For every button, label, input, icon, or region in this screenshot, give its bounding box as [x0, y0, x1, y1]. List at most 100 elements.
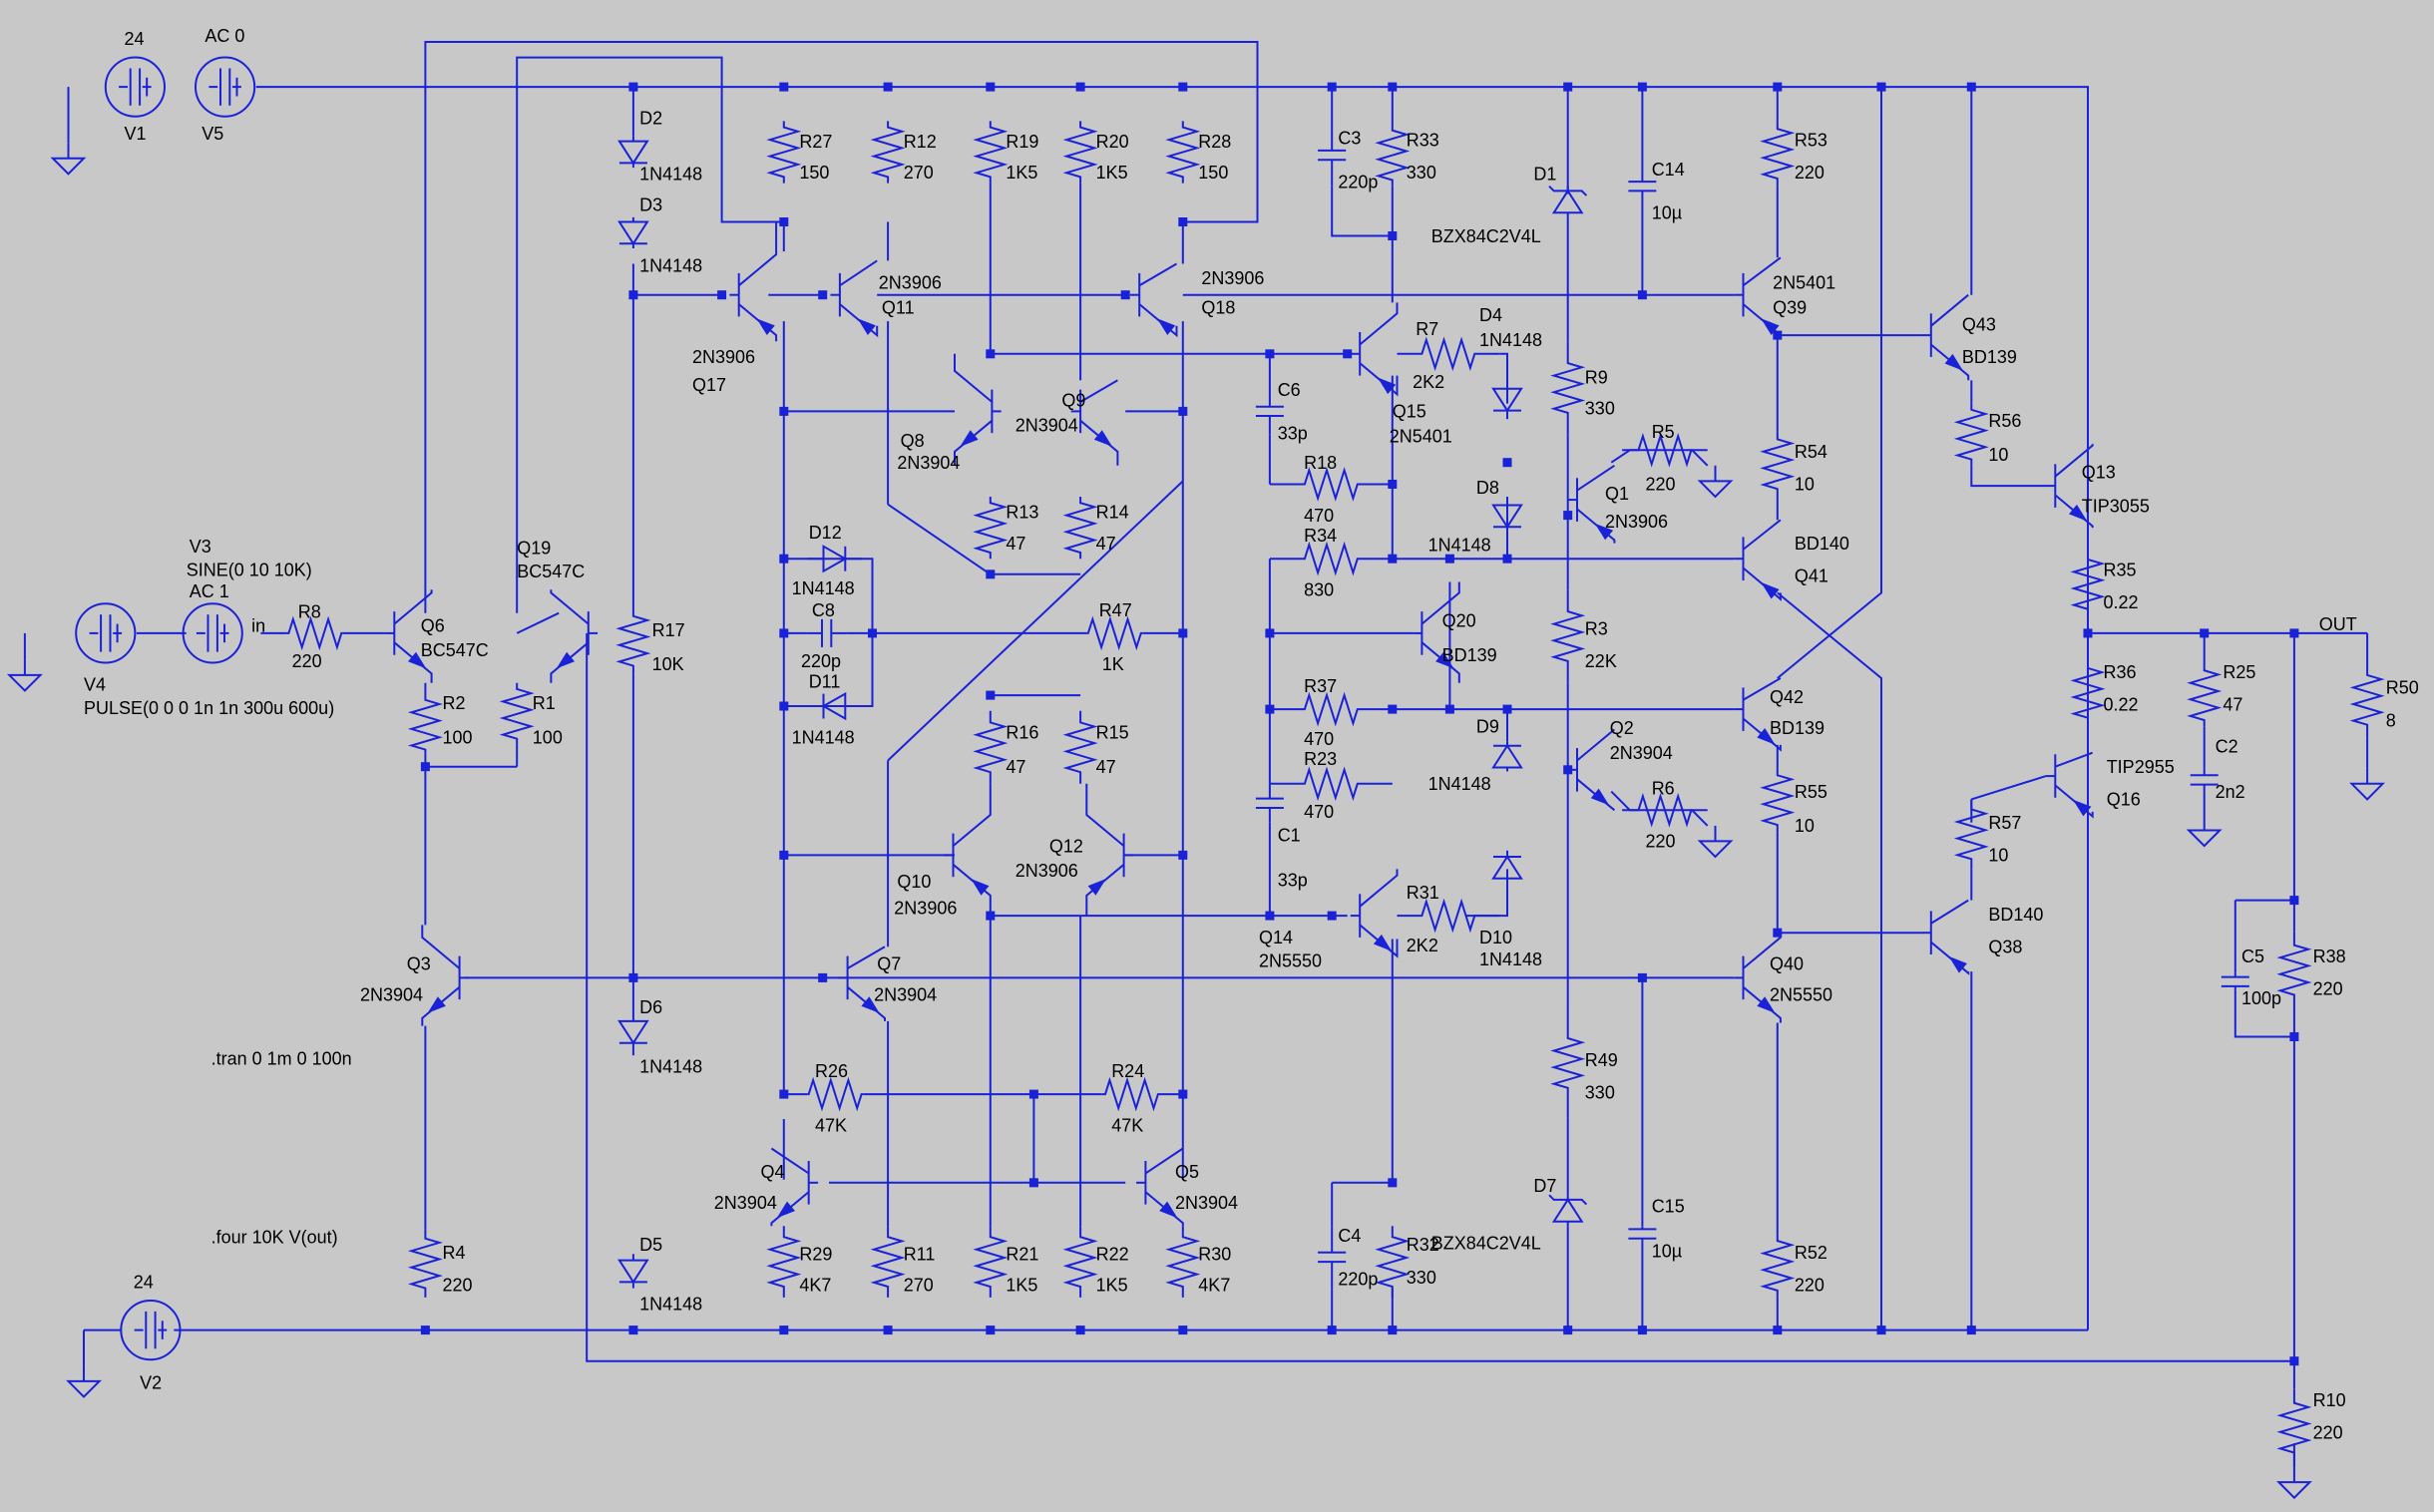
r18-label: R18 — [1304, 453, 1337, 473]
q2-label: Q2 — [1610, 718, 1634, 738]
r28-value: 150 — [1198, 163, 1228, 183]
r55-label: R55 — [1795, 782, 1827, 802]
q38-value: BD140 — [1988, 905, 2043, 925]
q38-label: Q38 — [1988, 938, 2022, 957]
q17-label: Q17 — [692, 375, 726, 395]
junction-dot — [1265, 911, 1275, 921]
r4-label: R4 — [443, 1243, 466, 1263]
r33-label: R33 — [1407, 130, 1439, 150]
c8-label: C8 — [812, 600, 835, 620]
r22-label: R22 — [1096, 1245, 1129, 1265]
q7-value: 2N3904 — [874, 985, 937, 1005]
r13-label: R13 — [1006, 503, 1038, 523]
r35-label: R35 — [2104, 560, 2137, 579]
junction-dot — [779, 1089, 789, 1099]
r28-label: R28 — [1198, 132, 1231, 152]
q8-label: Q8 — [901, 431, 925, 451]
q6-label: Q6 — [421, 615, 445, 635]
junction-dot — [1444, 704, 1454, 714]
r3-label: R3 — [1585, 619, 1608, 639]
q3-value: 2N3904 — [360, 985, 423, 1005]
junction-dot — [1343, 349, 1353, 359]
r32-value: 330 — [1407, 1268, 1436, 1288]
junction-dot — [986, 82, 996, 92]
c6-label: C6 — [1278, 380, 1301, 400]
q10-label: Q10 — [897, 872, 931, 892]
r57-value: 10 — [1988, 846, 2008, 866]
r11-value: 270 — [904, 1276, 934, 1296]
v1-label: V1 — [125, 124, 147, 144]
q8-value: 2N3904 — [897, 453, 960, 473]
r11-label: R11 — [904, 1245, 936, 1265]
r32-label: R32 — [1407, 1235, 1439, 1255]
r6-label: R6 — [1652, 779, 1675, 799]
junction-dot — [986, 690, 996, 700]
r37-label: R37 — [1304, 676, 1337, 696]
junction-dot — [1773, 928, 1783, 938]
c6-value: 33p — [1278, 423, 1308, 443]
d11-label: D11 — [809, 671, 841, 691]
ground-symbol — [2349, 768, 2386, 801]
junction-dot — [1178, 1089, 1188, 1099]
junction-dot — [1075, 82, 1085, 92]
q3-label: Q3 — [407, 954, 431, 974]
c14-value: 10µ — [1652, 202, 1682, 222]
net-label-in: in — [251, 615, 265, 635]
junction-dot — [1028, 1089, 1038, 1099]
junction-dot — [1876, 1325, 1886, 1335]
wires — [23, 41, 2369, 1467]
r20-label: R20 — [1096, 132, 1129, 152]
r9-label: R9 — [1585, 367, 1608, 387]
d12-value: 1N4148 — [792, 578, 855, 598]
q12-value: 2N3906 — [1015, 861, 1078, 881]
r15-label: R15 — [1096, 723, 1129, 743]
r36-value: 0.22 — [2104, 695, 2139, 715]
junction-dot — [1563, 765, 1573, 775]
junction-dot — [1327, 82, 1337, 92]
r47-label: R47 — [1099, 600, 1132, 620]
junction-dot — [1388, 82, 1398, 92]
junction-dot — [1178, 1325, 1188, 1335]
r50-value: 8 — [2386, 710, 2396, 730]
junction-dot — [1178, 850, 1188, 860]
d4-value: 1N4148 — [1479, 330, 1542, 350]
junction-dot — [717, 290, 727, 300]
r21-label: R21 — [1006, 1245, 1038, 1265]
r56-value: 10 — [1988, 445, 2008, 465]
d2-value: 1N4148 — [639, 165, 702, 185]
d1-label: D1 — [1533, 165, 1556, 185]
c8-value: 220p — [801, 651, 841, 671]
q41-value: BD140 — [1795, 534, 1849, 554]
q41-label: Q41 — [1795, 567, 1828, 586]
q1-label: Q1 — [1605, 484, 1629, 504]
r49-label: R49 — [1585, 1050, 1618, 1070]
r1-label: R1 — [533, 693, 556, 713]
q5-value: 2N3904 — [1175, 1193, 1238, 1213]
r55-value: 10 — [1795, 816, 1815, 836]
directive-tran: .tran 0 1m 0 100n — [211, 1049, 352, 1069]
d8-value: 1N4148 — [1428, 535, 1491, 555]
q4-value: 2N3904 — [714, 1193, 777, 1213]
junction-dot — [1637, 972, 1647, 982]
